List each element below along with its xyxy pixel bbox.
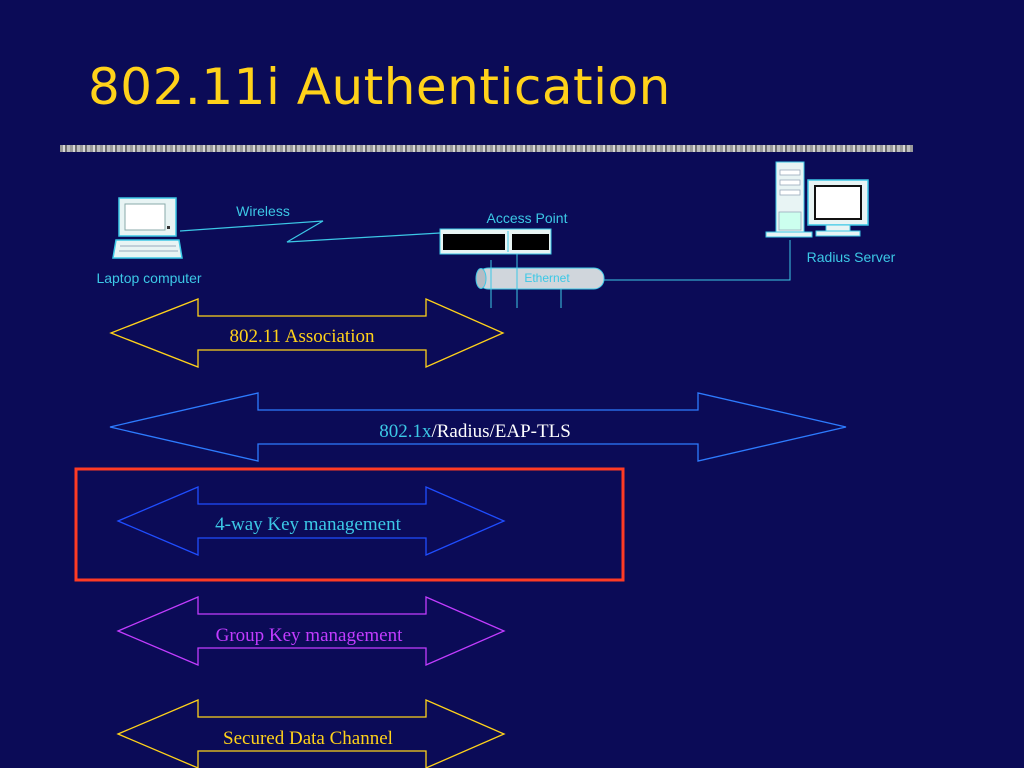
secured-channel-arrow	[116, 699, 506, 768]
laptop-icon	[112, 197, 183, 259]
ethernet-label: Ethernet	[524, 271, 570, 285]
four-way-arrow	[116, 486, 506, 556]
wireless-link	[179, 220, 441, 243]
group-key-label: Group Key management	[216, 625, 403, 646]
radius-server-label: Radius Server	[807, 249, 896, 265]
four-way-highlight-box	[74, 467, 625, 582]
eap-label: 802.1x/Radius/EAP-TLS	[379, 421, 571, 442]
server-link	[604, 240, 791, 281]
secured-channel-label: Secured Data Channel	[223, 728, 393, 749]
group-key-arrow	[116, 596, 506, 666]
eap-prefix: 802.1x	[379, 421, 432, 442]
association-arrow	[109, 298, 505, 368]
ethernet-cable	[475, 254, 605, 308]
slide-title: 802.11i Authentication	[88, 58, 671, 116]
access-point-icon	[439, 228, 552, 255]
eap-arrow	[109, 392, 847, 462]
access-point-label: Access Point	[487, 210, 568, 226]
server-icon	[765, 161, 869, 238]
laptop-label: Laptop computer	[96, 270, 201, 286]
four-way-label: 4-way Key management	[215, 514, 401, 535]
title-divider	[60, 145, 913, 152]
eap-suffix: /Radius/EAP-TLS	[431, 421, 570, 442]
wireless-label: Wireless	[236, 203, 290, 219]
association-label: 802.11 Association	[230, 326, 375, 347]
